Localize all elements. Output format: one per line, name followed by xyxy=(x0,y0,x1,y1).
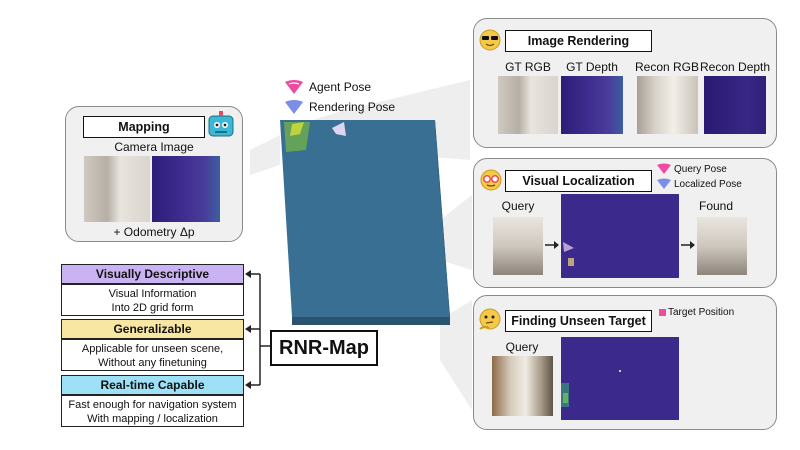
target-position-icon xyxy=(659,309,666,316)
recon-rgb-label: Recon RGB xyxy=(634,60,700,74)
recon-depth-image xyxy=(704,76,766,134)
found-image xyxy=(697,217,747,275)
property-line: Applicable for unseen scene, xyxy=(81,343,224,355)
target-query-image xyxy=(492,356,553,416)
query-image xyxy=(493,217,543,275)
property-line: Without any finetuning xyxy=(98,357,207,369)
camera-rgb-image xyxy=(84,156,150,222)
gt-rgb-image xyxy=(498,76,558,134)
arrow-right-icon xyxy=(545,241,559,249)
camera-image-label: Camera Image xyxy=(114,140,194,154)
camera-depth-image xyxy=(152,156,220,222)
property-line: Into 2D grid form xyxy=(111,302,194,314)
robot-icon xyxy=(208,111,234,137)
localized-pose-icon xyxy=(657,178,671,189)
localized-pose-label: Localized Pose xyxy=(674,179,742,190)
gt-depth-label: GT Depth xyxy=(566,60,618,74)
cool-emoji-icon xyxy=(479,29,501,51)
query-label: Query xyxy=(501,199,535,213)
query-pose-icon xyxy=(657,163,671,174)
gt-rgb-label: GT RGB xyxy=(505,60,551,74)
agent-pose-icon xyxy=(285,80,303,94)
gt-depth-image xyxy=(561,76,623,134)
finding-target-title: Finding Unseen Target xyxy=(505,310,652,332)
thinking-emoji-icon xyxy=(479,308,501,330)
property-real-time-title: Real-time Capable xyxy=(61,375,244,395)
property-visually-descriptive-title: Visually Descriptive xyxy=(61,264,244,284)
rendering-pose-icon xyxy=(285,100,303,114)
target-map-image xyxy=(561,337,679,420)
recon-depth-label: Recon Depth xyxy=(700,60,771,74)
image-rendering-title: Image Rendering xyxy=(505,30,652,52)
property-real-time-body: Fast enough for navigation system With m… xyxy=(61,395,244,427)
property-generalizable-title: Generalizable xyxy=(61,319,244,339)
property-bracket-arrows xyxy=(245,270,270,389)
arrow-right-icon xyxy=(681,241,695,249)
agent-pose-label: Agent Pose xyxy=(309,80,372,94)
recon-rgb-image xyxy=(637,76,698,134)
visual-localization-title: Visual Localization xyxy=(505,170,652,192)
property-line: Fast enough for navigation system xyxy=(68,399,237,411)
odometry-label: + Odometry Δp xyxy=(113,225,195,239)
found-label: Found xyxy=(698,199,734,213)
rendering-pose-label: Rendering Pose xyxy=(309,100,396,114)
rnr-map-grid xyxy=(280,120,450,325)
target-query-label: Query xyxy=(505,340,539,354)
property-line: With mapping / localization xyxy=(87,413,218,425)
target-position-label: Target Position xyxy=(668,307,735,318)
property-visually-descriptive-body: Visual Information Into 2D grid form xyxy=(61,284,244,316)
target-map-marker-icon xyxy=(561,370,621,407)
property-line: Visual Information xyxy=(108,288,197,300)
localization-map-image xyxy=(561,194,679,278)
query-pose-label: Query Pose xyxy=(674,164,727,175)
rnr-map-label: RNR-Map xyxy=(270,330,378,366)
mapping-title: Mapping xyxy=(83,116,205,138)
localization-pose-marker-icon xyxy=(563,242,574,266)
property-generalizable-body: Applicable for unseen scene, Without any… xyxy=(61,339,244,371)
detective-emoji-icon xyxy=(480,169,502,191)
